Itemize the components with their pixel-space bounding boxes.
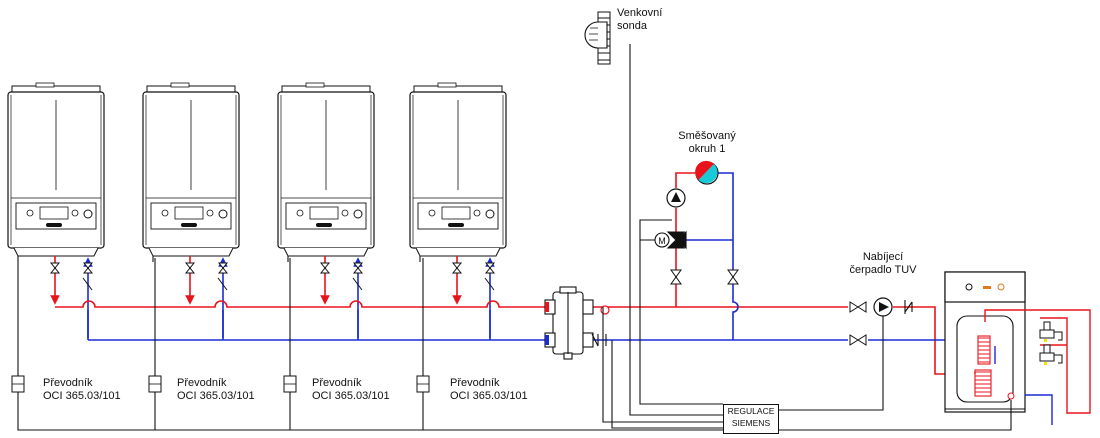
mixed-return-down <box>718 172 739 340</box>
supply-header-line <box>55 300 545 308</box>
tap-2-indicator <box>1044 362 1047 365</box>
outdoor-sensor-label: Venkovní sonda <box>617 7 662 33</box>
converter-1-title: Převodník <box>43 377 93 389</box>
control-wiring <box>17 44 1012 431</box>
separator-return-mark <box>545 335 549 345</box>
boiler-3 <box>277 82 375 340</box>
converter-3-title: Převodník <box>312 377 362 389</box>
mixed-circuit-pipes <box>675 172 739 340</box>
mixed-circuit-label-line1: Směšovaný <box>678 130 736 142</box>
outdoor-sensor-label-line2: sonda <box>617 20 647 32</box>
mixed-circuit-label-line2: okruh 1 <box>688 143 726 155</box>
valves-layer <box>670 269 867 346</box>
charging-pump <box>873 297 893 317</box>
mixed-return-valve <box>727 269 739 285</box>
mixed-supply-valve <box>670 269 682 285</box>
converter-2-model: OCI 365.03/101 <box>177 390 255 402</box>
boiler-1 <box>7 82 105 340</box>
boiler-4 <box>409 82 507 340</box>
tank-sensor <box>1007 392 1015 400</box>
converter-label-4: Převodník OCI 365.03/101 <box>450 377 528 403</box>
charging-check-valve <box>904 300 913 314</box>
outdoor-sensor <box>584 11 611 65</box>
converter-4-title: Převodník <box>450 377 500 389</box>
converters-layer <box>11 375 430 393</box>
separator-supply-mark <box>545 302 549 312</box>
charging-pump-label-line2: čerpadlo TUV <box>849 264 917 276</box>
converter-4 <box>416 375 430 393</box>
tank-coil-upper <box>977 335 991 365</box>
converter-2-title: Převodník <box>177 377 227 389</box>
converter-1 <box>11 375 25 393</box>
tank-return-valve <box>849 334 867 346</box>
converter-4-model: OCI 365.03/101 <box>450 390 528 402</box>
mixed-circuit-label: Směšovaný okruh 1 <box>672 130 742 156</box>
converter-1-model: OCI 365.03/101 <box>43 390 121 402</box>
three-way-mixing-valve: M <box>654 230 687 250</box>
hydraulic-separator <box>544 286 594 360</box>
svg-text:M: M <box>658 236 666 246</box>
converter-label-2: Převodník OCI 365.03/101 <box>177 377 255 403</box>
regulation-unit: REGULACE SIEMENS <box>723 404 779 434</box>
tap-1-indicator <box>1044 339 1047 342</box>
supply-sensor <box>600 305 610 315</box>
regulation-label-line2: SIEMENS <box>731 418 771 428</box>
converter-3-model: OCI 365.03/101 <box>312 390 390 402</box>
converter-label-3: Převodník OCI 365.03/101 <box>312 377 390 403</box>
boiler-2 <box>142 82 240 340</box>
mixed-circuit-pump <box>666 188 686 208</box>
mixed-circuit-emitter <box>695 160 719 185</box>
converter-3 <box>283 375 297 393</box>
mixed-supply-to-emitter <box>675 172 696 188</box>
boilers-layer <box>7 82 507 340</box>
tap-2 <box>1039 344 1063 364</box>
return-check-valve <box>591 333 599 347</box>
converter-2 <box>148 375 162 393</box>
mixed-circuit-control <box>639 219 723 405</box>
tank-supply-valve <box>849 301 867 313</box>
tank-coil-lower <box>974 369 992 397</box>
charging-pump-label-line1: Nabíjecí <box>862 251 904 263</box>
charging-pump-label: Nabíjecí čerpadlo TUV <box>838 251 928 277</box>
regulation-label-line1: REGULACE <box>727 406 775 416</box>
converter-label-1: Převodník OCI 365.03/101 <box>43 377 121 403</box>
tap-1 <box>1039 321 1063 341</box>
outdoor-sensor-label-line1: Venkovní <box>617 7 663 19</box>
supply-main <box>55 300 975 375</box>
